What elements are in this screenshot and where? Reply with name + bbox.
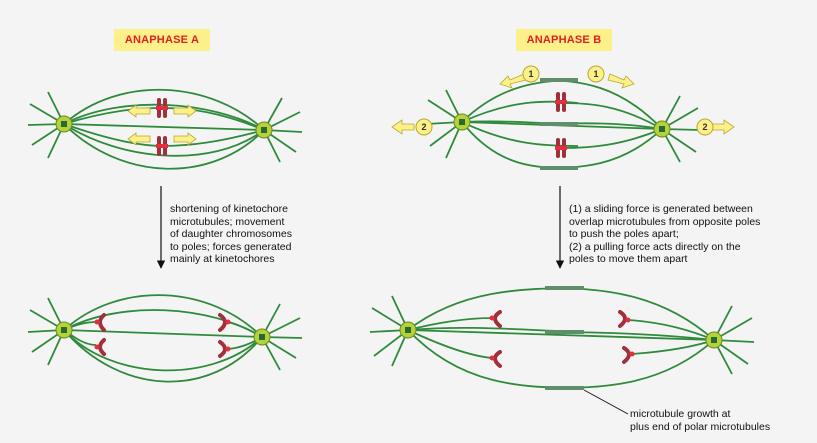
sliding-arrow-right bbox=[607, 73, 635, 89]
anaphase-b-top-chromosomes bbox=[555, 92, 567, 158]
anaphase-b-bottom-spindle bbox=[369, 287, 755, 389]
pulling-arrow-left bbox=[391, 119, 415, 135]
anaphase-a-bottom-centrosomes bbox=[55, 321, 271, 346]
sliding-force-label-left: 1 bbox=[528, 69, 534, 79]
caption-line: overlap microtubules from opposite poles bbox=[569, 215, 761, 228]
anaphase-a-bottom-chromosomes bbox=[94, 313, 231, 358]
caption-line: microtubules; movement bbox=[170, 215, 285, 228]
anaphase-b-force-arrows bbox=[391, 73, 735, 135]
anaphase-b-top-centrosomes bbox=[453, 113, 671, 138]
caption-line: plus end of polar microtubules bbox=[630, 420, 771, 433]
anaphase-b-bottom-chromosomes bbox=[489, 310, 635, 368]
anaphase-b-caption: (1) a sliding force is generated between… bbox=[569, 203, 760, 266]
anaphase-a-title: ANAPHASE A bbox=[114, 29, 210, 51]
caption-line: (2) a pulling force acts directly on the bbox=[569, 240, 741, 253]
sliding-arrow-left bbox=[499, 73, 527, 89]
anaphase-b-overlap-zones bbox=[540, 78, 578, 170]
caption-line: of daughter chromosomes bbox=[170, 228, 292, 240]
growth-leader-line bbox=[583, 389, 629, 415]
anaphase-a-caption: shortening of kinetochore microtubules; … bbox=[170, 203, 292, 266]
caption-line: to poles; forces generated bbox=[170, 240, 292, 253]
caption-line: shortening of kinetochore bbox=[170, 203, 288, 215]
pulling-force-label-left: 2 bbox=[421, 122, 427, 132]
sliding-force-label-right: 1 bbox=[593, 69, 599, 79]
anaphase-a-top-centrosomes bbox=[55, 115, 273, 139]
caption-line: to push the poles apart; bbox=[569, 228, 679, 240]
anaphase-a-force-arrows bbox=[127, 104, 197, 146]
pulling-arrow-right bbox=[711, 119, 735, 135]
caption-line: (1) a sliding force is generated between bbox=[569, 203, 753, 215]
anaphase-b-bottom-centrosomes bbox=[399, 321, 723, 349]
pulling-force-label-right: 2 bbox=[702, 122, 708, 132]
anaphase-b-title: ANAPHASE B bbox=[516, 29, 612, 51]
caption-line: poles to move them apart bbox=[569, 253, 688, 265]
caption-line: mainly at kinetochores bbox=[170, 253, 275, 265]
growth-caption: microtubule growth at plus end of polar … bbox=[630, 408, 770, 433]
anaphase-b-number-circles bbox=[415, 65, 714, 136]
anaphase-b-bottom-overlap-zones bbox=[545, 286, 584, 390]
anaphase-a-top-chromosomes bbox=[156, 98, 168, 156]
caption-line: microtubule growth at bbox=[630, 408, 731, 420]
